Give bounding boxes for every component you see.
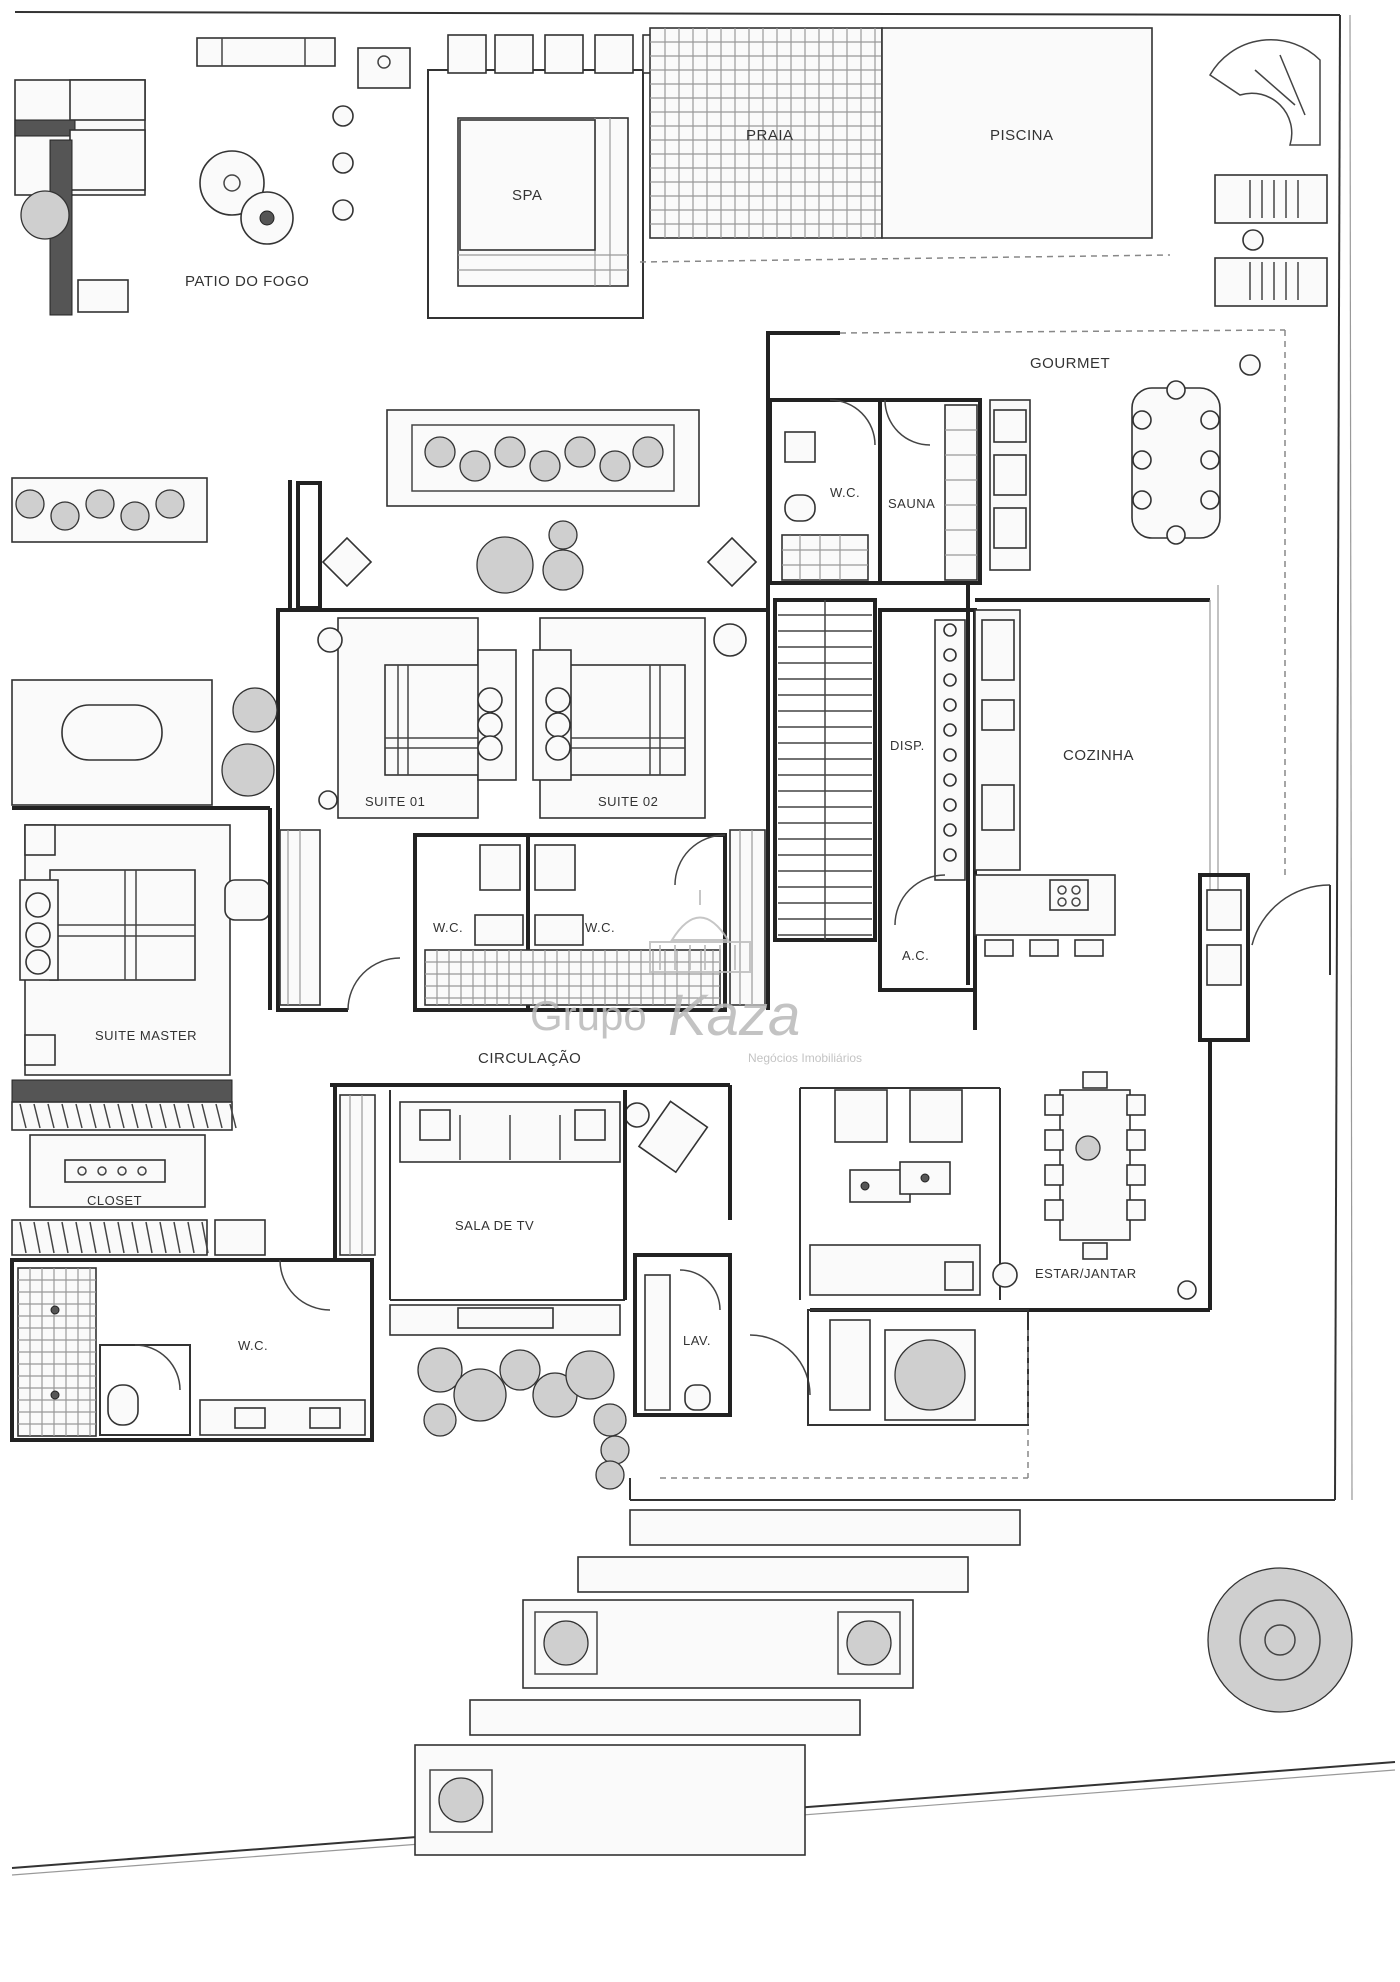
label-sauna: SAUNA [888,496,935,511]
label-wc-gourmet: W.C. [830,485,860,500]
watermark-brand-right: Kaza [668,983,800,1048]
building-dome-icon [649,890,751,973]
label-closet: CLOSET [87,1193,142,1208]
label-spa: SPA [512,187,542,204]
estar-jantar-area: ESTAR/JANTAR [660,990,1212,1479]
label-gourmet: GOURMET [1030,355,1110,372]
kitchen-area: DISP. COZINHA A.C. [878,585,1331,1042]
pool-area: SPA PRAIA PISCINA [427,27,1328,319]
suite-master-area: SUITE MASTER CLOSET W.C. [10,679,374,1442]
label-piscina: PISCINA [990,127,1054,144]
lavabo-area: LAV. [633,1253,811,1417]
suites-area: SUITE 01 SUITE 02 W.C. W.C. [276,480,877,1012]
label-suite-02: SUITE 02 [598,794,658,809]
planters-upper [11,409,758,594]
label-sala-de-tv: SALA DE TV [455,1218,534,1233]
label-patio-do-fogo: PATIO DO FOGO [185,273,309,290]
watermark-tagline: Negócios Imobiliários [748,1051,862,1065]
label-praia: PRAIA [746,127,794,144]
label-circulacao: CIRCULAÇÃO [478,1050,581,1067]
label-estar-jantar: ESTAR/JANTAR [1035,1266,1137,1281]
label-wc-suite-02: W.C. [585,920,615,935]
label-wc-suite-01: W.C. [433,920,463,935]
label-cozinha: COZINHA [1063,747,1134,764]
watermark-logo: Grupo Kaza Negócios Imobiliários [530,890,862,1065]
watermark-brand-left: Grupo [530,992,647,1039]
label-wc-master: W.C. [238,1338,268,1353]
entrance-steps [414,1478,1353,1856]
label-disp: DISP. [890,738,925,753]
patio-do-fogo-area: PATIO DO FOGO [14,37,411,316]
gourmet-area: GOURMET W.C. SAUNA [766,329,1286,880]
label-ac: A.C. [902,948,929,963]
circulation-tv-area: CIRCULAÇÃO SALA DE TV [330,1050,732,1490]
label-lav: LAV. [683,1333,711,1348]
label-suite-master: SUITE MASTER [95,1028,197,1043]
label-suite-01: SUITE 01 [365,794,425,809]
